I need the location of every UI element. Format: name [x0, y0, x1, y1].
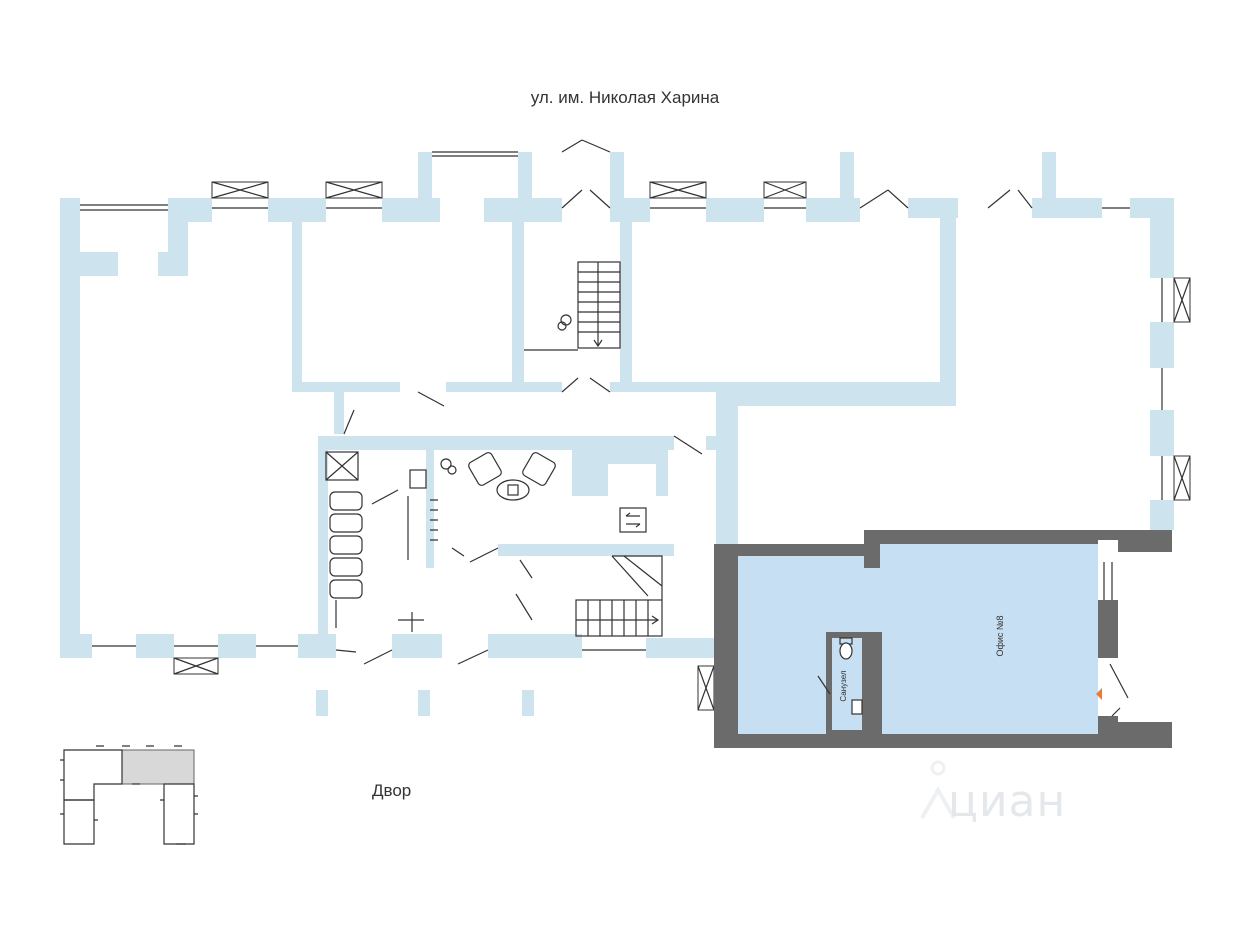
- seat-row: [329, 491, 438, 632]
- street-name-label: ул. им. Николая Харина: [530, 88, 720, 107]
- entrance-arrow-icon: [1096, 688, 1102, 700]
- toilet-icon: [839, 637, 853, 660]
- office-8-unit: [714, 530, 1172, 748]
- outer-walls: [60, 152, 1174, 658]
- doors: [335, 139, 1033, 665]
- shaft-boxes: [325, 451, 427, 489]
- armchair-icon: [468, 452, 556, 501]
- key-plan: [60, 745, 198, 845]
- windows: [80, 151, 1191, 711]
- plant-icon: [440, 314, 572, 475]
- fire-exit-icon: [619, 507, 647, 533]
- interior-walls: [292, 212, 956, 656]
- watermark-logo: циан: [948, 776, 1067, 827]
- stair-icon: [524, 261, 663, 637]
- watermark-icon: [920, 760, 956, 819]
- yard-label: Двор: [372, 781, 412, 800]
- office-label: Офис №8: [995, 615, 1005, 656]
- bathroom-label: Санузел: [839, 670, 848, 701]
- bottom-walls: [60, 634, 716, 716]
- sink-icon: [851, 699, 863, 715]
